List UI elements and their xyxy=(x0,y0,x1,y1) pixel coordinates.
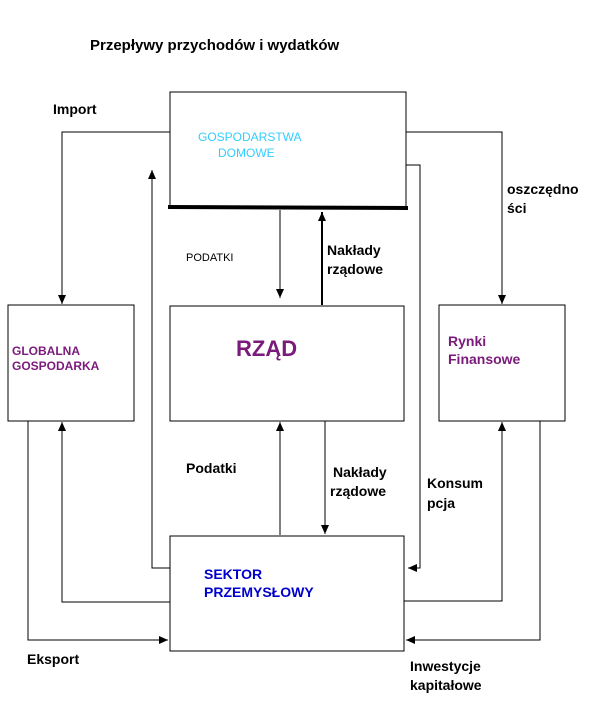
gov-spending-upper-label-1: Nakłady xyxy=(327,242,381,258)
consumption-label-1: Konsum xyxy=(427,475,483,491)
financial-markets-label-1: Rynki xyxy=(448,333,487,349)
industrial-sector-label-1: SEKTOR xyxy=(204,566,263,582)
industrial-sector-box xyxy=(169,535,405,652)
households-box-thick-bottom xyxy=(167,205,409,210)
taxes-lower-label: Podatki xyxy=(186,460,237,476)
savings-arrow xyxy=(406,131,506,304)
financial-markets-label-2: Finansowe xyxy=(448,351,521,367)
import-label: Import xyxy=(53,101,97,117)
government-label: RZĄD xyxy=(236,336,298,361)
savings-label-2: ści xyxy=(507,200,527,216)
income-arrow xyxy=(148,170,170,569)
capital-investment-arrow xyxy=(406,421,541,644)
import-arrow xyxy=(58,131,170,304)
capital-investment-label-1: Inwestycje xyxy=(410,658,481,674)
gov-spending-lower-label-1: Nakłady xyxy=(333,464,387,480)
households-box xyxy=(169,91,407,209)
government-box xyxy=(169,305,405,422)
global-economy-label-2: GOSPODARKA xyxy=(12,359,100,373)
global-economy-label-1: GLOBALNA xyxy=(12,344,80,358)
capital-investment-label-2: kapitałowe xyxy=(410,677,482,693)
export-label: Eksport xyxy=(27,651,80,667)
industrial-sector-label-2: PRZEMYSŁOWY xyxy=(204,584,314,600)
financial-markets-box xyxy=(438,304,566,422)
consumption-arrow xyxy=(406,164,421,572)
savings-label-1: oszczędno xyxy=(507,181,579,197)
diagram-title: Przepływy przychodów i wydatków xyxy=(90,37,340,54)
gov-spending-upper-label-2: rządowe xyxy=(327,261,384,277)
households-label-1: GOSPODARSTWA xyxy=(198,130,302,144)
consumption-label-2: pcja xyxy=(427,495,456,511)
gov-spending-lower-label-2: rządowe xyxy=(330,483,387,499)
industry-to-finance-arrow xyxy=(404,422,506,602)
export-arrow xyxy=(27,421,168,644)
global-economy-box xyxy=(7,304,135,422)
industry-to-global-arrow xyxy=(58,422,170,603)
households-label-2: DOMOWE xyxy=(218,146,275,160)
taxes-upper-label: PODATKI xyxy=(186,252,234,264)
